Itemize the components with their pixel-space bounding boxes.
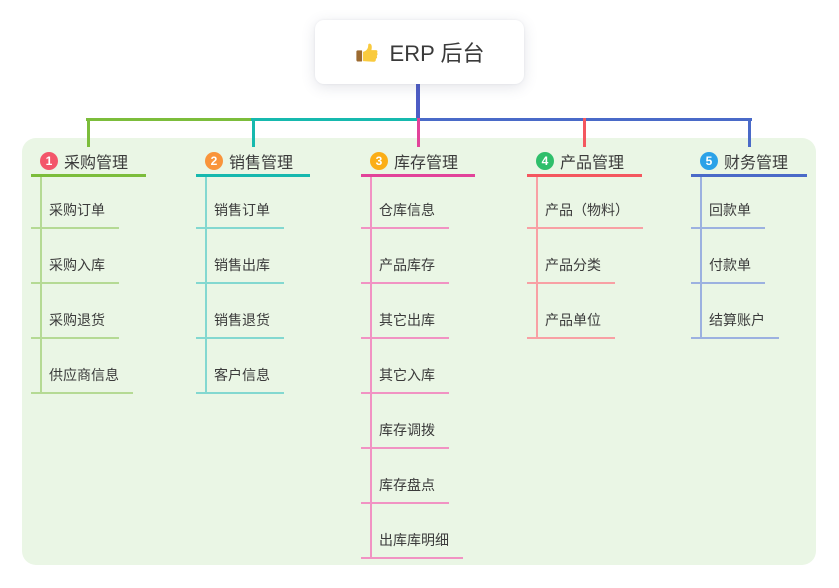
branch-label: 产品管理 — [560, 154, 625, 172]
branch-node[interactable]: 3 库存管理 — [361, 147, 475, 177]
branch-node[interactable]: 5 财务管理 — [691, 147, 807, 177]
branch-label: 财务管理 — [724, 154, 789, 172]
child-row: 供应商信息 — [31, 339, 146, 394]
child-node[interactable]: 客户信息 — [196, 365, 284, 394]
child-row: 付款单 — [691, 229, 807, 284]
connector-drop-branch-3 — [417, 118, 420, 147]
branch-node[interactable]: 2 销售管理 — [196, 147, 310, 177]
child-row: 销售订单 — [196, 174, 310, 229]
connector-root-drop — [416, 84, 420, 121]
branch-column-4: 4 产品管理产品（物料） 产品分类产品单位 — [527, 147, 643, 339]
branch-column-3: 3 库存管理仓库信息产品库存其它出库其它入库库存调拨库存盘点出库库明细 — [361, 147, 475, 559]
child-node[interactable]: 其它出库 — [361, 310, 449, 339]
child-node[interactable]: 产品库存 — [361, 255, 449, 284]
child-row: 销售出库 — [196, 229, 310, 284]
child-node[interactable]: 销售出库 — [196, 255, 284, 284]
child-node[interactable]: 销售退货 — [196, 310, 284, 339]
child-node[interactable]: 销售订单 — [196, 200, 284, 229]
branch-column-5: 5 财务管理回款单付款单结算账户 — [691, 147, 807, 339]
branch-column-1: 1 采购管理采购订单采购入库采购退货供应商信息 — [31, 147, 146, 394]
child-node[interactable]: 库存调拨 — [361, 420, 449, 449]
child-row: 采购订单 — [31, 174, 146, 229]
child-row: 产品单位 — [527, 284, 642, 339]
connector-drop-branch-4 — [583, 118, 586, 147]
thumbs-up-icon — [355, 40, 380, 65]
branch-spine-line — [536, 177, 538, 339]
child-row: 产品（物料） — [527, 174, 643, 229]
child-row: 出库库明细 — [361, 504, 475, 559]
branch-label: 采购管理 — [64, 154, 129, 172]
child-row: 其它出库 — [361, 284, 475, 339]
child-row: 销售退货 — [196, 284, 310, 339]
root-label: ERP 后台 — [389, 41, 485, 66]
branch-node[interactable]: 1 采购管理 — [31, 147, 146, 177]
child-row: 库存盘点 — [361, 449, 475, 504]
child-node[interactable]: 出库库明细 — [361, 530, 463, 559]
child-row: 采购退货 — [31, 284, 146, 339]
child-row: 产品库存 — [361, 229, 475, 284]
branch-spine-line — [205, 177, 207, 394]
child-node[interactable]: 产品单位 — [527, 310, 615, 339]
branches-panel — [22, 138, 816, 565]
branch-number-badge: 1 — [40, 151, 58, 170]
branch-number-badge: 4 — [536, 151, 554, 170]
child-node[interactable]: 采购入库 — [31, 255, 119, 284]
child-node[interactable]: 结算账户 — [691, 310, 779, 339]
child-row: 产品分类 — [527, 229, 642, 284]
child-node[interactable]: 供应商信息 — [31, 365, 133, 394]
child-row: 采购入库 — [31, 229, 146, 284]
connector-bus-segment-2 — [251, 118, 418, 121]
branch-node[interactable]: 4 产品管理 — [527, 147, 642, 177]
connector-bus-segment-1 — [86, 118, 253, 121]
child-node[interactable]: 仓库信息 — [361, 200, 449, 229]
child-row: 结算账户 — [691, 284, 807, 339]
branch-number-badge: 5 — [700, 151, 718, 170]
branch-number-badge: 3 — [370, 151, 388, 170]
child-node[interactable]: 产品分类 — [527, 255, 615, 284]
connector-drop-branch-5 — [748, 118, 751, 147]
connector-drop-branch-2 — [252, 118, 255, 147]
branch-spine-line — [40, 177, 42, 394]
child-node[interactable]: 付款单 — [691, 255, 765, 284]
branch-column-2: 2 销售管理销售订单销售出库销售退货客户信息 — [196, 147, 310, 394]
branch-spine-line — [700, 177, 702, 339]
child-node[interactable]: 其它入库 — [361, 365, 449, 394]
child-node[interactable]: 回款单 — [691, 200, 765, 229]
child-row: 回款单 — [691, 174, 807, 229]
root-node[interactable]: ERP 后台 — [315, 20, 524, 84]
branch-number-badge: 2 — [205, 151, 223, 170]
child-node[interactable]: 采购订单 — [31, 200, 119, 229]
child-row: 其它入库 — [361, 339, 475, 394]
child-node[interactable]: 库存盘点 — [361, 475, 449, 504]
child-row: 客户信息 — [196, 339, 310, 394]
child-node[interactable]: 采购退货 — [31, 310, 119, 339]
branch-spine-line — [370, 177, 372, 559]
branch-label: 库存管理 — [394, 154, 459, 172]
connector-drop-branch-1 — [87, 118, 90, 147]
child-row: 仓库信息 — [361, 174, 475, 229]
branch-label: 销售管理 — [229, 154, 294, 172]
child-node[interactable]: 产品（物料） — [527, 200, 643, 229]
child-row: 库存调拨 — [361, 394, 475, 449]
